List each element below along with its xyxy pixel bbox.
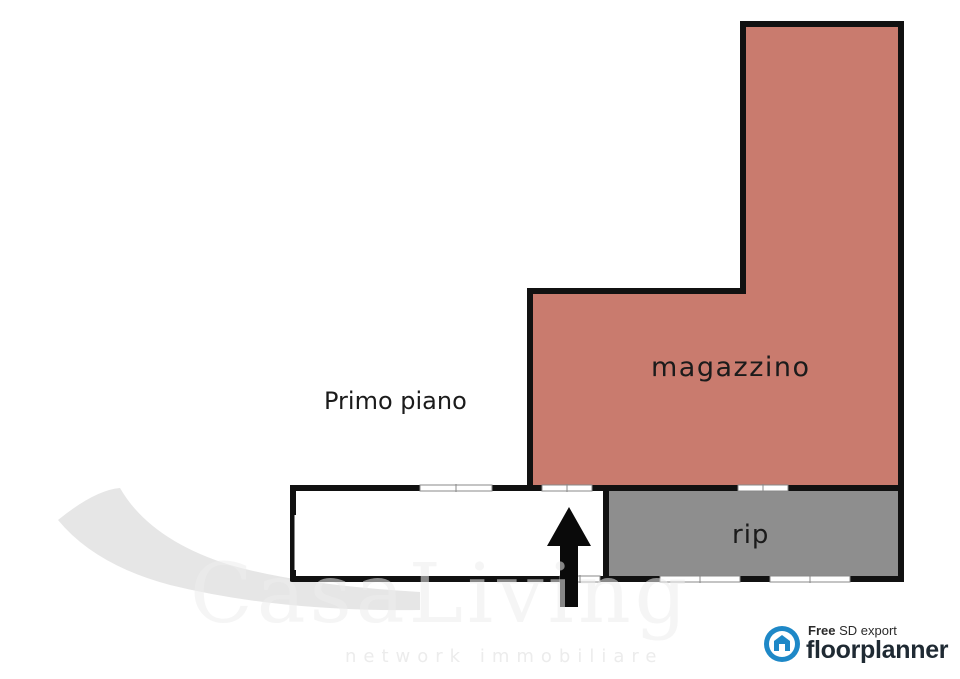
watermark-subtext: network immobiliare xyxy=(345,646,663,667)
window-bottom-2 xyxy=(659,575,741,583)
watermark-text: CasaLiving xyxy=(190,547,691,642)
room-magazzino xyxy=(527,21,904,491)
room-label-magazzino: magazzino xyxy=(651,352,811,383)
window-bottom-3 xyxy=(769,575,851,583)
floor-label: Primo piano xyxy=(324,387,467,415)
entrance-arrow-icon xyxy=(547,507,591,607)
window-top-1 xyxy=(419,484,493,492)
badge-brand: floorplanner xyxy=(806,636,949,664)
watermark-swoosh xyxy=(58,488,420,611)
floorplanner-badge: Free SD export floorplanner xyxy=(760,622,950,668)
badge-export: SD export xyxy=(839,623,897,638)
floorplanner-logo-icon xyxy=(764,626,800,662)
window-top-2 xyxy=(541,484,593,492)
window-top-3 xyxy=(737,484,789,492)
badge-export-line: Free SD export xyxy=(808,623,897,638)
room-label-rip: rip xyxy=(732,520,769,550)
badge-free: Free xyxy=(808,623,836,638)
room-corridor xyxy=(290,485,609,582)
